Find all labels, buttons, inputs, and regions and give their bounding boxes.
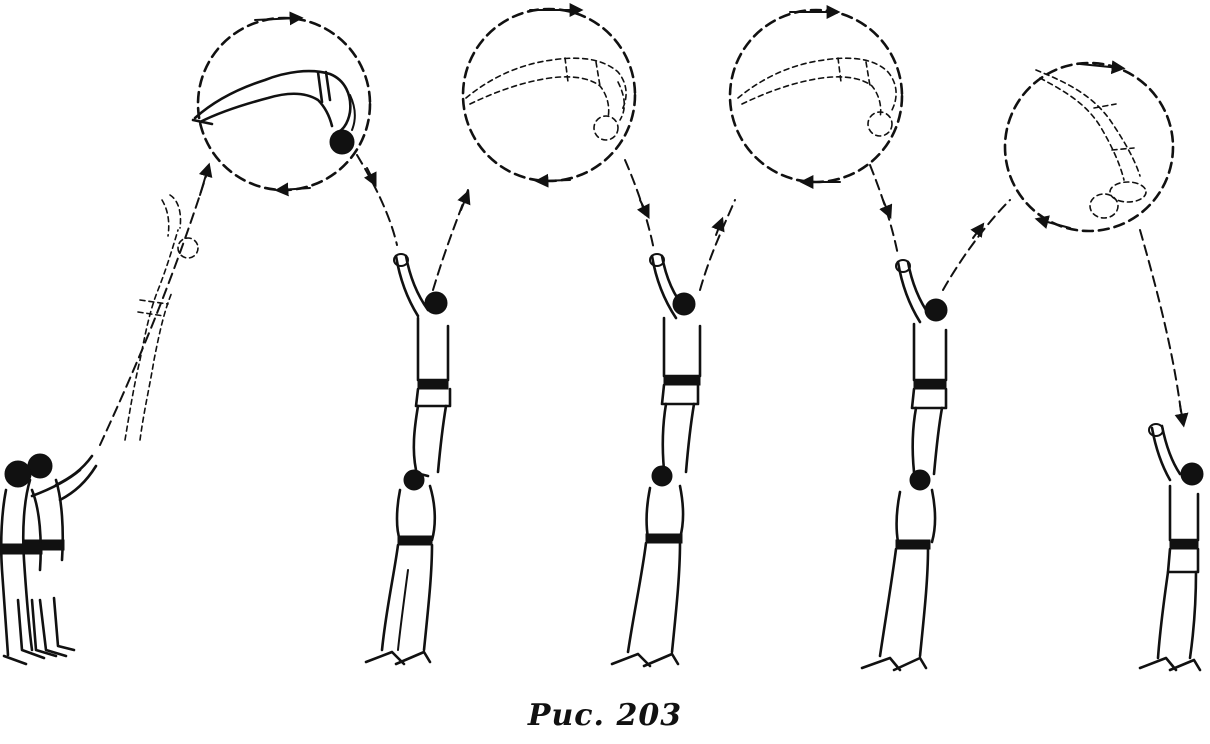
stage-5-catcher: [1138, 423, 1204, 672]
figure-caption: Рис. 203: [527, 698, 683, 733]
rotation-circle-2: [461, 3, 637, 188]
flyer-arch-solid: [191, 69, 356, 155]
flyer-arch-ghost-1: [465, 57, 627, 141]
stage-1-bases: [0, 453, 98, 666]
flyer-arch-ghost-3: [1035, 69, 1147, 219]
stage-4-column: [860, 259, 948, 672]
flyer-arch-ghost-2: [737, 57, 897, 137]
stage-3-column: [610, 253, 702, 668]
stage-2-column: [364, 253, 452, 666]
flyer-ascending-ghost: [124, 194, 199, 441]
rotation-circle-4: [1003, 60, 1175, 233]
trajectory-lines: [99, 154, 1189, 446]
rotation-circle-1: [196, 11, 372, 197]
rotation-circle-3: [728, 5, 904, 189]
